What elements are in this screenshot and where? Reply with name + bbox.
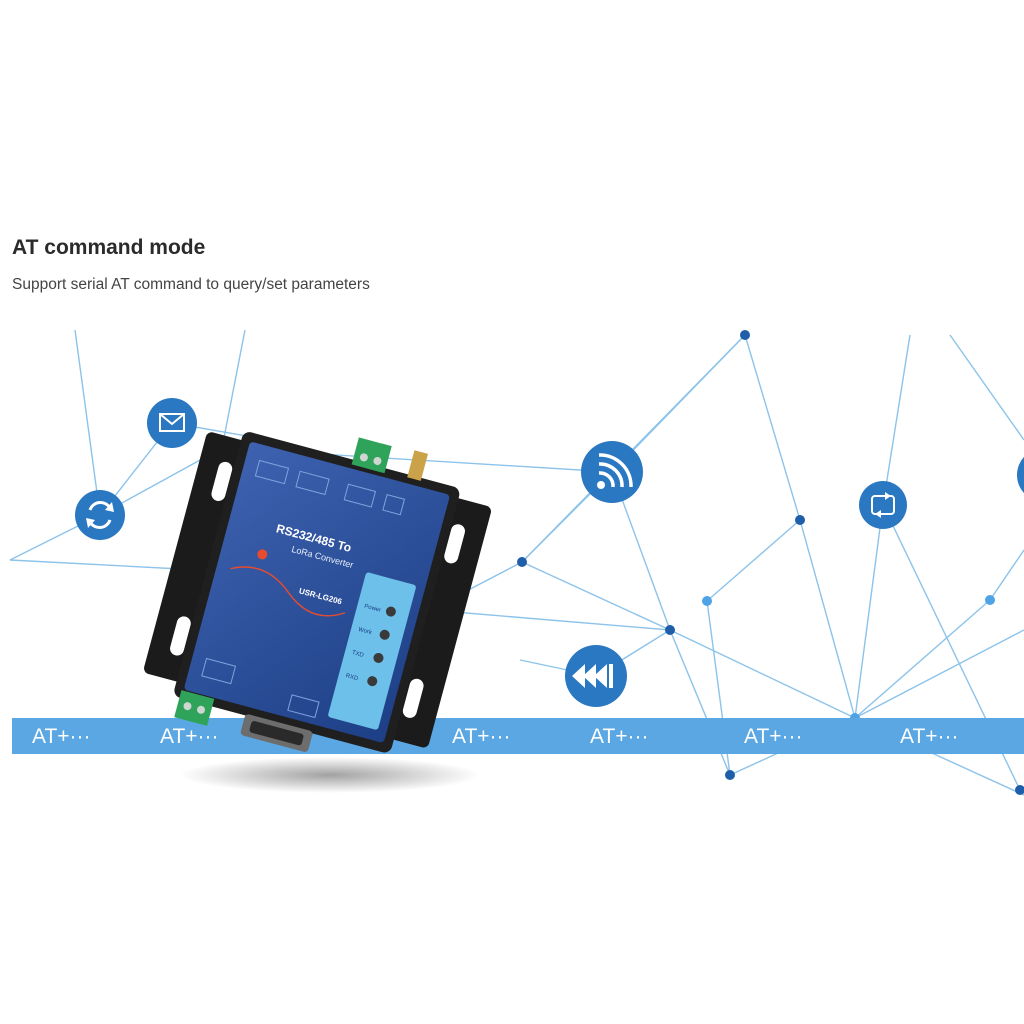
at-label: AT+··· [744, 725, 803, 748]
refresh-icon [75, 490, 125, 540]
page-subtitle: Support serial AT command to query/set p… [12, 276, 370, 293]
page-title: AT command mode [12, 236, 206, 259]
mail-icon [147, 398, 197, 448]
network-illustration: AT+··· AT+··· AT+··· AT+··· AT+··· AT+··… [0, 330, 1024, 810]
at-label: AT+··· [900, 725, 959, 748]
wifi-icon [581, 441, 643, 503]
partial-icon [1017, 456, 1024, 494]
icon-layer [75, 398, 1024, 707]
rewind-icon [565, 645, 627, 707]
sync-icon [859, 481, 907, 529]
at-label: AT+··· [32, 725, 91, 748]
at-label: AT+··· [590, 725, 649, 748]
